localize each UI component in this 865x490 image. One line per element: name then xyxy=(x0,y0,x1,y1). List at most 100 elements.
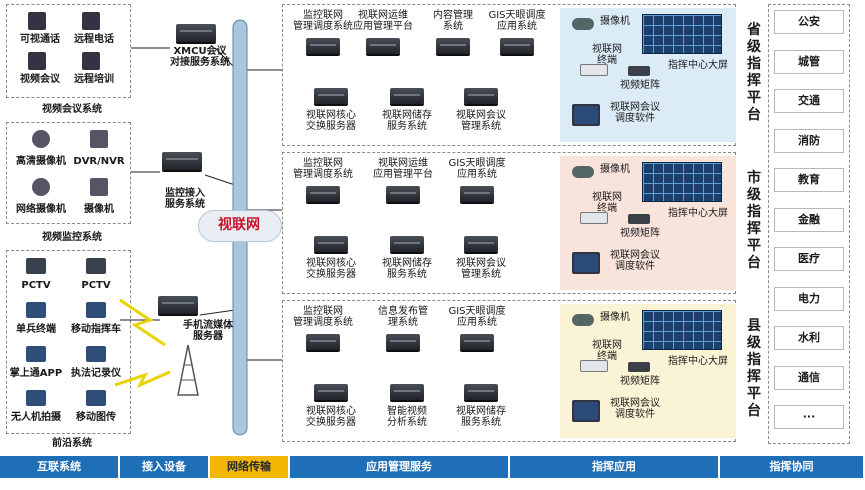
bottom-system-server-icon xyxy=(390,236,424,252)
top-system-label: 监控联网 管理调度系统 xyxy=(293,158,353,180)
bottom-bar-segment: 网络传输 xyxy=(210,456,290,478)
backbone-label: 视联网 xyxy=(218,217,260,233)
sector-item: 电力 xyxy=(774,286,844,311)
top-system-server-icon xyxy=(460,186,494,202)
bottom-system-label: 视联网储存 服务系统 xyxy=(382,110,432,132)
platform-title: 市 级 指 挥 平 台 xyxy=(747,170,761,271)
frontline-device-icon xyxy=(26,390,46,406)
frontline-device-icon xyxy=(86,302,106,318)
bottom-system-label: 智能视频 分析系统 xyxy=(387,406,427,428)
sector-item: 水利 xyxy=(774,326,844,350)
terminal-icon xyxy=(580,64,608,76)
matrix-label: 视频矩阵 xyxy=(620,228,660,239)
video-conf-device-icon xyxy=(28,12,46,30)
camera-label: 摄像机 xyxy=(600,164,630,175)
top-system-label: 监控联网 管理调度系统 xyxy=(293,306,353,328)
video-wall-label: 指挥中心大屏 xyxy=(668,356,728,367)
camera-icon xyxy=(32,130,50,148)
mobile-media-server-icon xyxy=(158,296,198,314)
frontline-device-icon xyxy=(26,346,46,362)
video-conf-device-icon xyxy=(82,52,100,70)
frontline-item-label: PCTV xyxy=(81,280,111,291)
bottom-bar-segment: 接入设备 xyxy=(120,456,210,478)
video-wall-label: 指挥中心大屏 xyxy=(668,208,728,219)
top-system-label: 信息发布管 理系统 xyxy=(378,306,428,328)
bottom-system-server-icon xyxy=(390,384,424,400)
video-wall-label: 指挥中心大屏 xyxy=(668,60,728,71)
bottom-system-server-icon xyxy=(314,236,348,252)
terminal-label: 视联网 终端 xyxy=(592,340,622,362)
terminal-icon xyxy=(580,360,608,372)
camera-icon xyxy=(572,18,594,30)
matrix-label: 视频矩阵 xyxy=(620,80,660,91)
platform-title: 县 级 指 挥 平 台 xyxy=(747,318,761,419)
sector-item: 通信 xyxy=(774,365,844,390)
bottom-bar-segment: 应用管理服务 xyxy=(290,456,510,478)
matrix-icon xyxy=(628,362,650,372)
terminal-label: 视联网 终端 xyxy=(592,44,622,66)
bottom-system-label: 视联网会议 管理系统 xyxy=(456,110,506,132)
video-conf-box xyxy=(6,4,131,98)
platform-title: 省 级 指 挥 平 台 xyxy=(747,22,761,123)
backbone-label-bubble xyxy=(198,210,282,242)
bottom-bar-segment: 指挥应用 xyxy=(510,456,720,478)
sector-item: 教育 xyxy=(774,168,844,192)
xmcu-label: XMCU会议 对接服务系统 xyxy=(170,46,230,68)
top-system-server-icon xyxy=(386,334,420,350)
video-conf-device-icon xyxy=(82,12,100,30)
frontline-device-icon xyxy=(86,258,106,274)
bottom-system-label: 视联网核心 交换服务器 xyxy=(306,110,356,132)
frontline-item-label: 无人机拍摄 xyxy=(11,412,61,423)
monitor-icon xyxy=(572,104,600,126)
monitor-icon xyxy=(572,400,600,422)
sector-item: 消防 xyxy=(774,128,844,153)
surveillance-item-label: 高清摄像机 xyxy=(16,156,66,167)
bottom-system-server-icon xyxy=(464,384,498,400)
sector-item: 交通 xyxy=(774,89,844,113)
frontline-device-icon xyxy=(86,390,106,406)
frontline-item-label: 单兵终端 xyxy=(16,324,56,335)
frontline-item-label: 移动图传 xyxy=(76,412,116,423)
sector-item: 公安 xyxy=(774,10,844,34)
sector-item: 金融 xyxy=(774,207,844,232)
top-system-server-icon xyxy=(366,38,400,54)
matrix-label: 视频矩阵 xyxy=(620,376,660,387)
matrix-icon xyxy=(628,66,650,76)
frontline-device-icon xyxy=(86,346,106,362)
camera-icon xyxy=(90,130,108,148)
bottom-system-server-icon xyxy=(464,88,498,104)
top-system-label: 视联网运维 应用管理平台 xyxy=(353,10,413,32)
bottom-system-label: 视联网会议 管理系统 xyxy=(456,258,506,280)
monitor-icon xyxy=(572,252,600,274)
bottom-system-label: 视联网核心 交换服务器 xyxy=(306,406,356,428)
video-conf-item-label: 视频会议 xyxy=(20,74,60,85)
frontline-item-label: PCTV xyxy=(21,280,51,291)
top-system-server-icon xyxy=(460,334,494,350)
xmcu-server-icon xyxy=(176,24,216,42)
sector-item: ··· xyxy=(774,405,844,429)
surveillance-item-label: 网络摄像机 xyxy=(16,204,66,215)
frontline-item-label: 掌上通APP xyxy=(9,368,63,379)
frontline-box xyxy=(6,250,131,434)
top-system-label: GIS天眼调度 应用系统 xyxy=(448,306,506,328)
monitor-access-server-icon xyxy=(162,152,202,170)
bottom-bar-segment: 互联系统 xyxy=(0,456,120,478)
video-wall-icon xyxy=(642,14,722,54)
top-system-server-icon xyxy=(306,38,340,54)
software-label: 视联网会议 调度软件 xyxy=(610,102,660,124)
camera-label: 摄像机 xyxy=(600,312,630,323)
top-system-server-icon xyxy=(436,38,470,54)
surveillance-box xyxy=(6,122,131,224)
video-conf-item-label: 可视通话 xyxy=(20,34,60,45)
bottom-system-label: 视联网储存 服务系统 xyxy=(382,258,432,280)
software-label: 视联网会议 调度软件 xyxy=(610,250,660,272)
bottom-system-server-icon xyxy=(390,88,424,104)
bottom-system-label: 视联网核心 交换服务器 xyxy=(306,258,356,280)
frontline-item-label: 移动指挥车 xyxy=(71,324,121,335)
top-system-label: GIS天眼调度 应用系统 xyxy=(488,10,546,32)
video-wall-icon xyxy=(642,310,722,350)
video-conf-caption: 视频会议系统 xyxy=(42,104,102,115)
surveillance-caption: 视频监控系统 xyxy=(42,232,102,243)
monitor-access-label: 监控接入 服务系统 xyxy=(165,188,205,210)
top-system-label: 视联网运维 应用管理平台 xyxy=(373,158,433,180)
